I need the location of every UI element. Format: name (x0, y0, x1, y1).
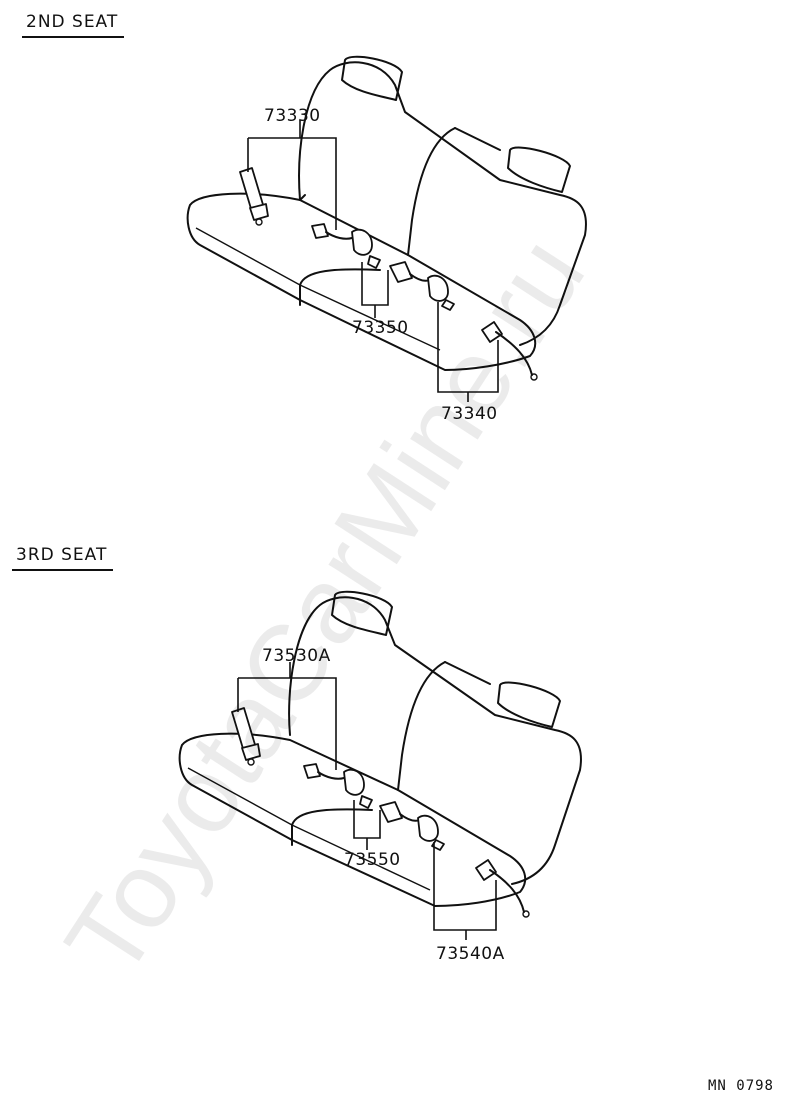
part-label-73330: 73330 (264, 106, 321, 126)
section-title-text: 3RD SEAT (16, 545, 108, 565)
part-label-73340: 73340 (441, 404, 498, 424)
drawing-code: MN 0798 (707, 1078, 774, 1094)
title-underline (22, 36, 125, 38)
title-underline (12, 569, 114, 571)
section-title-3rd-seat: 3RD SEAT (12, 545, 114, 571)
part-label-73350: 73350 (352, 318, 409, 338)
section-title-2nd-seat: 2ND SEAT (22, 12, 125, 38)
second-seat-illustration (186, 55, 587, 402)
section-title-text: 2ND SEAT (26, 12, 119, 32)
part-label-73530A: 73530A (262, 646, 331, 666)
part-label-73540A: 73540A (436, 944, 505, 964)
part-label-73550: 73550 (344, 850, 401, 870)
third-seat-illustration (178, 590, 582, 940)
